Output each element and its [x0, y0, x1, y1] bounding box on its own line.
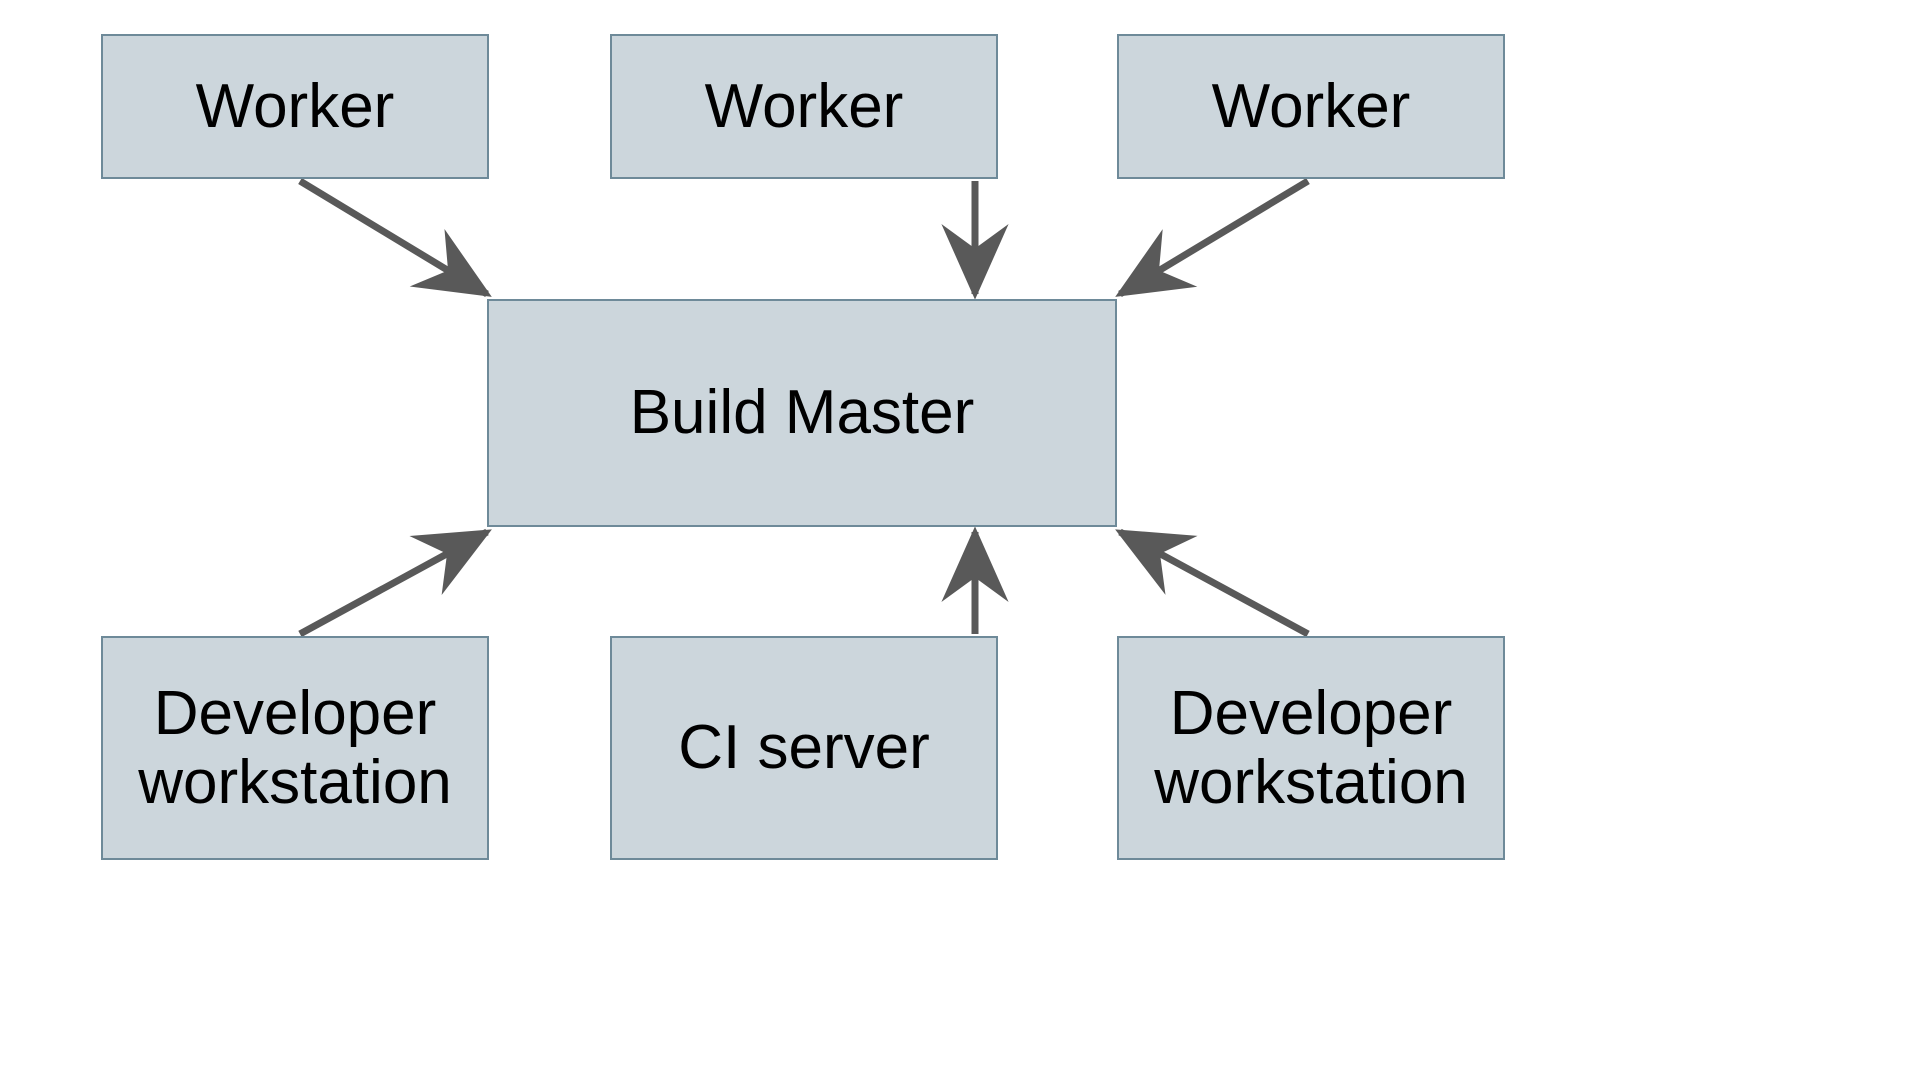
node-ci-server-label: CI server: [678, 713, 930, 783]
node-developer-workstation-right-label: Developer workstation: [1154, 678, 1468, 817]
node-developer-workstation-left-label: Developer workstation: [138, 678, 452, 817]
node-build-master-label: Build Master: [629, 378, 975, 448]
node-worker-center-label: Worker: [704, 71, 904, 141]
edge-dev-left-to-master: [298, 528, 492, 638]
node-ci-server[interactable]: CI server: [610, 636, 998, 860]
edge-worker-right-to-master: [1115, 178, 1310, 297]
node-worker-right-label: Worker: [1211, 71, 1411, 141]
node-worker-center[interactable]: Worker: [610, 34, 998, 179]
node-worker-right[interactable]: Worker: [1117, 34, 1505, 179]
node-worker-left[interactable]: Worker: [101, 34, 489, 179]
node-worker-left-label: Worker: [195, 71, 395, 141]
node-developer-workstation-left[interactable]: Developer workstation: [101, 636, 489, 860]
node-developer-workstation-right[interactable]: Developer workstation: [1117, 636, 1505, 860]
node-build-master[interactable]: Build Master: [487, 299, 1117, 527]
edge-dev-right-to-master: [1115, 528, 1310, 638]
edge-worker-left-to-master: [298, 178, 492, 297]
